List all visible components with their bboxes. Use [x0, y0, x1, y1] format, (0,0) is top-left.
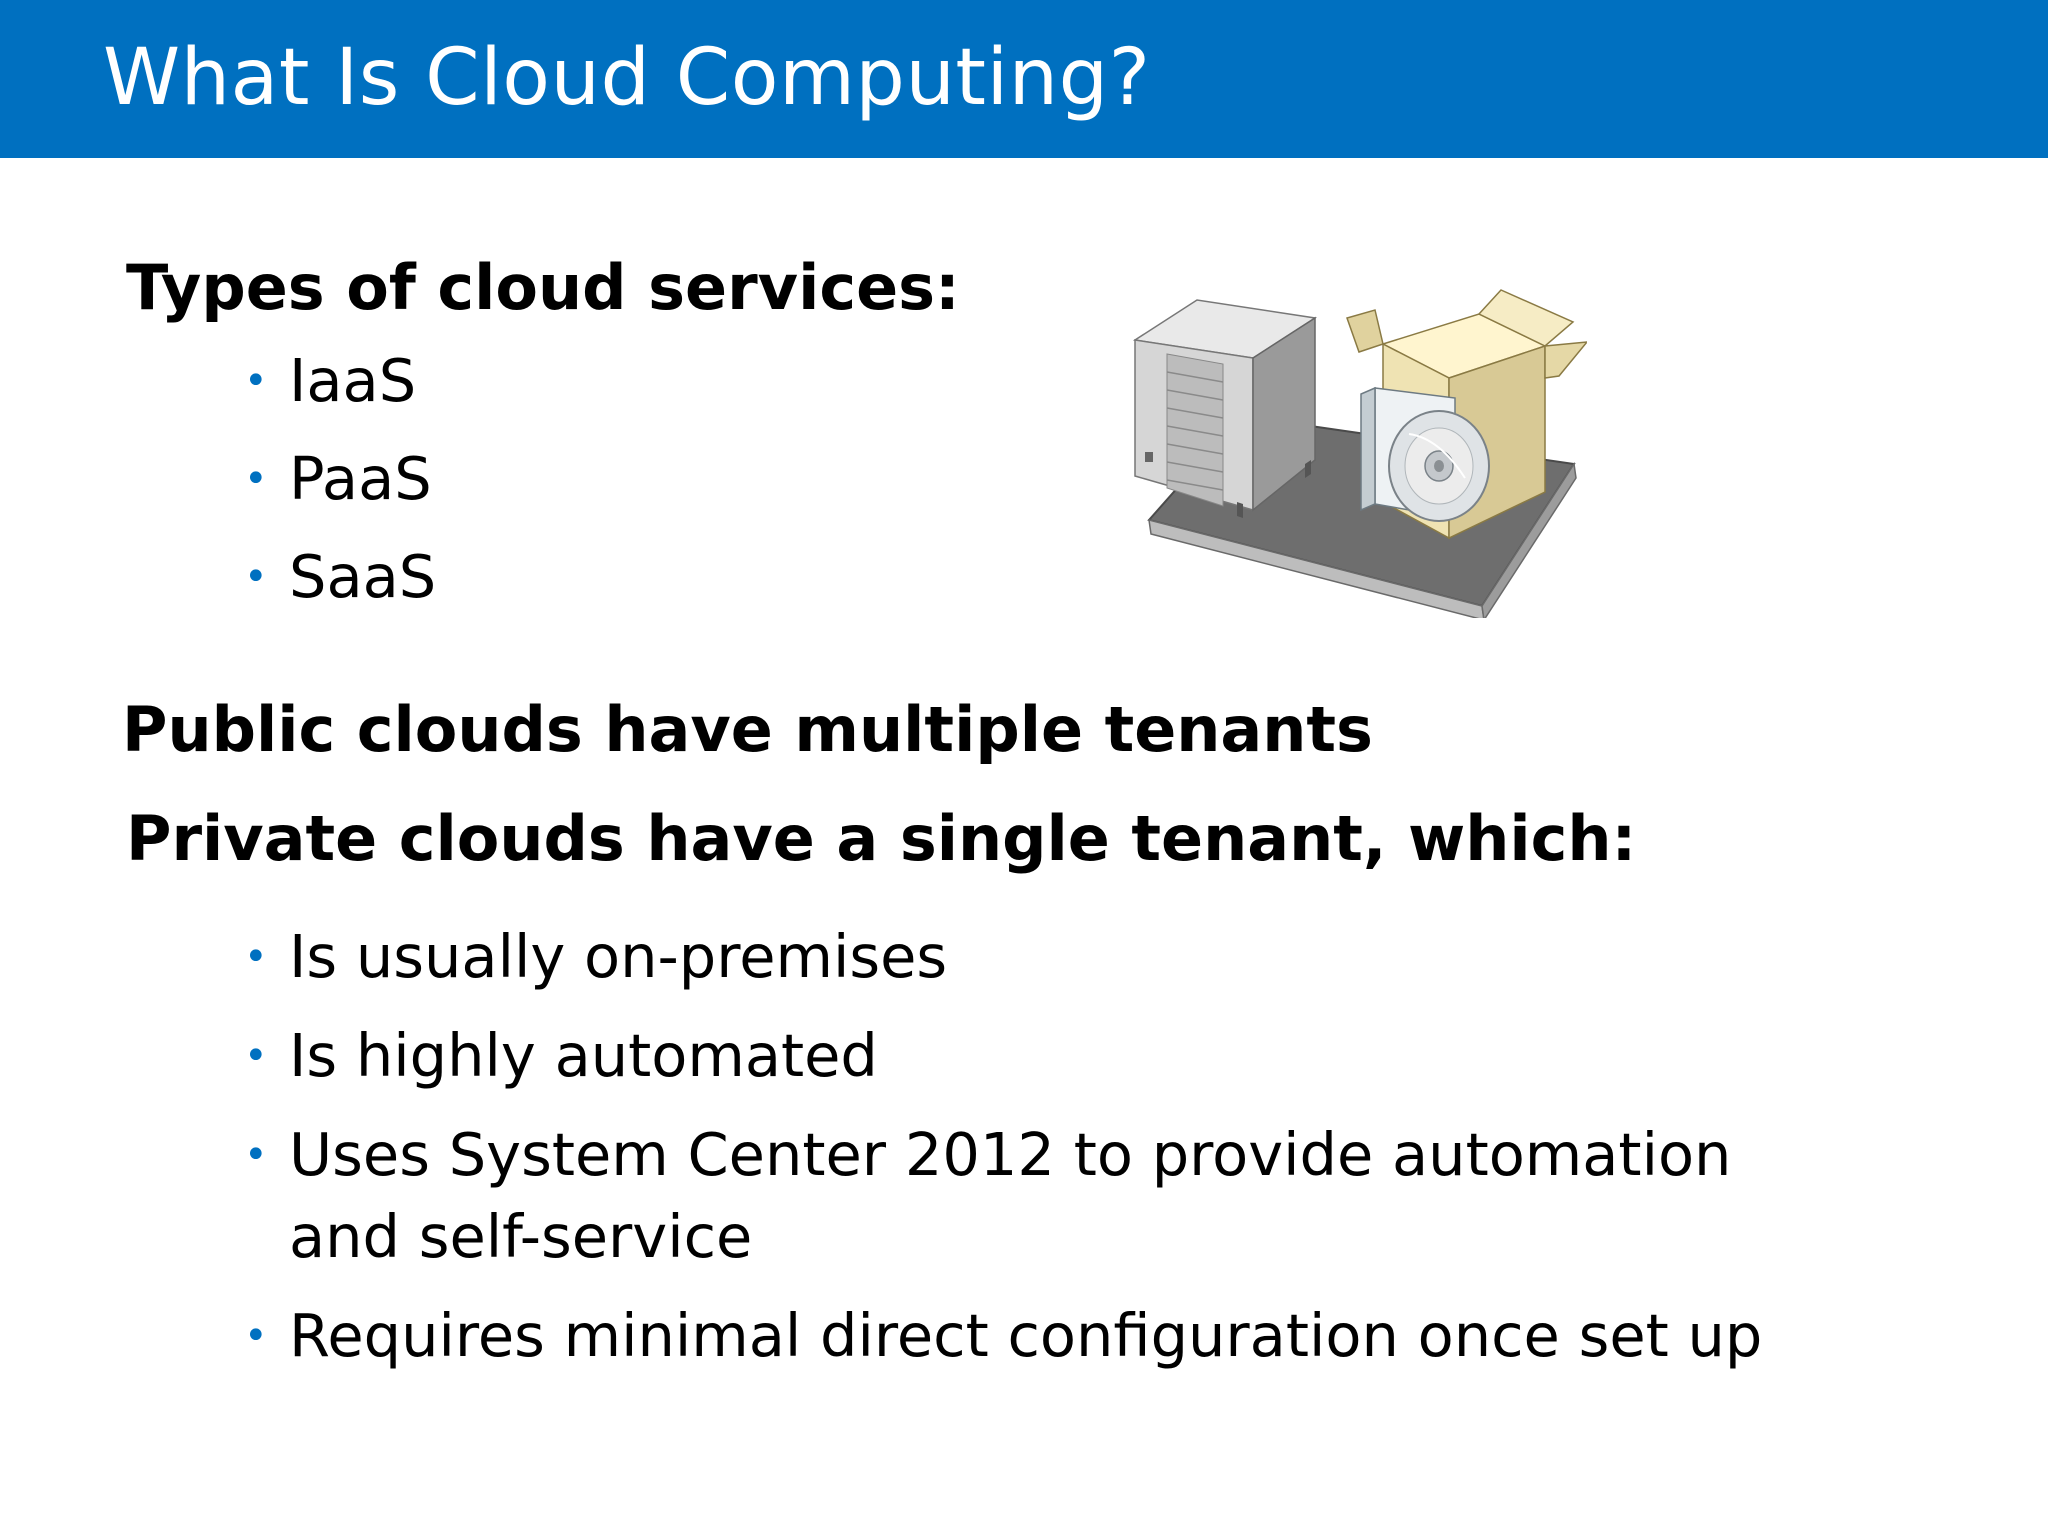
- title-bar: What Is Cloud Computing?: [0, 0, 2048, 158]
- bullet-text: Uses System Center 2012 to provide autom…: [289, 1120, 1732, 1271]
- bullet-dot-icon: •: [244, 934, 268, 980]
- bullet-dot-icon: •: [244, 1033, 268, 1079]
- types-bullet-item: • PaaS: [240, 430, 436, 528]
- private-bullet-item: • Is usually on-premises: [240, 916, 1849, 998]
- bullet-text: Is highly automated: [289, 1021, 878, 1090]
- private-bullet-list: • Is usually on-premises • Is highly aut…: [240, 916, 1849, 1394]
- bullet-dot-icon: •: [244, 456, 268, 502]
- bullet-dot-icon: •: [244, 1132, 268, 1178]
- private-bullet-item: • Requires minimal direct configuration …: [240, 1295, 1849, 1377]
- bullet-text: IaaS: [289, 346, 417, 415]
- bullet-text: Requires minimal direct configuration on…: [289, 1301, 1763, 1370]
- server-with-software-box-icon: [1132, 289, 1587, 618]
- bullet-dot-icon: •: [244, 554, 268, 600]
- public-clouds-heading: Public clouds have multiple tenants: [122, 693, 1373, 766]
- slide-title: What Is Cloud Computing?: [103, 33, 1151, 123]
- bullet-dot-icon: •: [244, 1313, 268, 1359]
- bullet-text: PaaS: [289, 444, 432, 513]
- private-bullet-item: • Is highly automated: [240, 1015, 1849, 1097]
- types-bullet-list: • IaaS • PaaS • SaaS: [240, 332, 436, 626]
- bullet-text: SaaS: [289, 542, 437, 611]
- bullet-dot-icon: •: [244, 358, 268, 404]
- private-clouds-heading: Private clouds have a single tenant, whi…: [126, 802, 1637, 875]
- types-bullet-item: • IaaS: [240, 332, 436, 430]
- types-heading: Types of cloud services:: [126, 251, 960, 324]
- bullet-text: Is usually on-premises: [289, 922, 948, 991]
- private-bullet-item: • Uses System Center 2012 to provide aut…: [240, 1114, 1849, 1278]
- types-bullet-item: • SaaS: [240, 528, 436, 626]
